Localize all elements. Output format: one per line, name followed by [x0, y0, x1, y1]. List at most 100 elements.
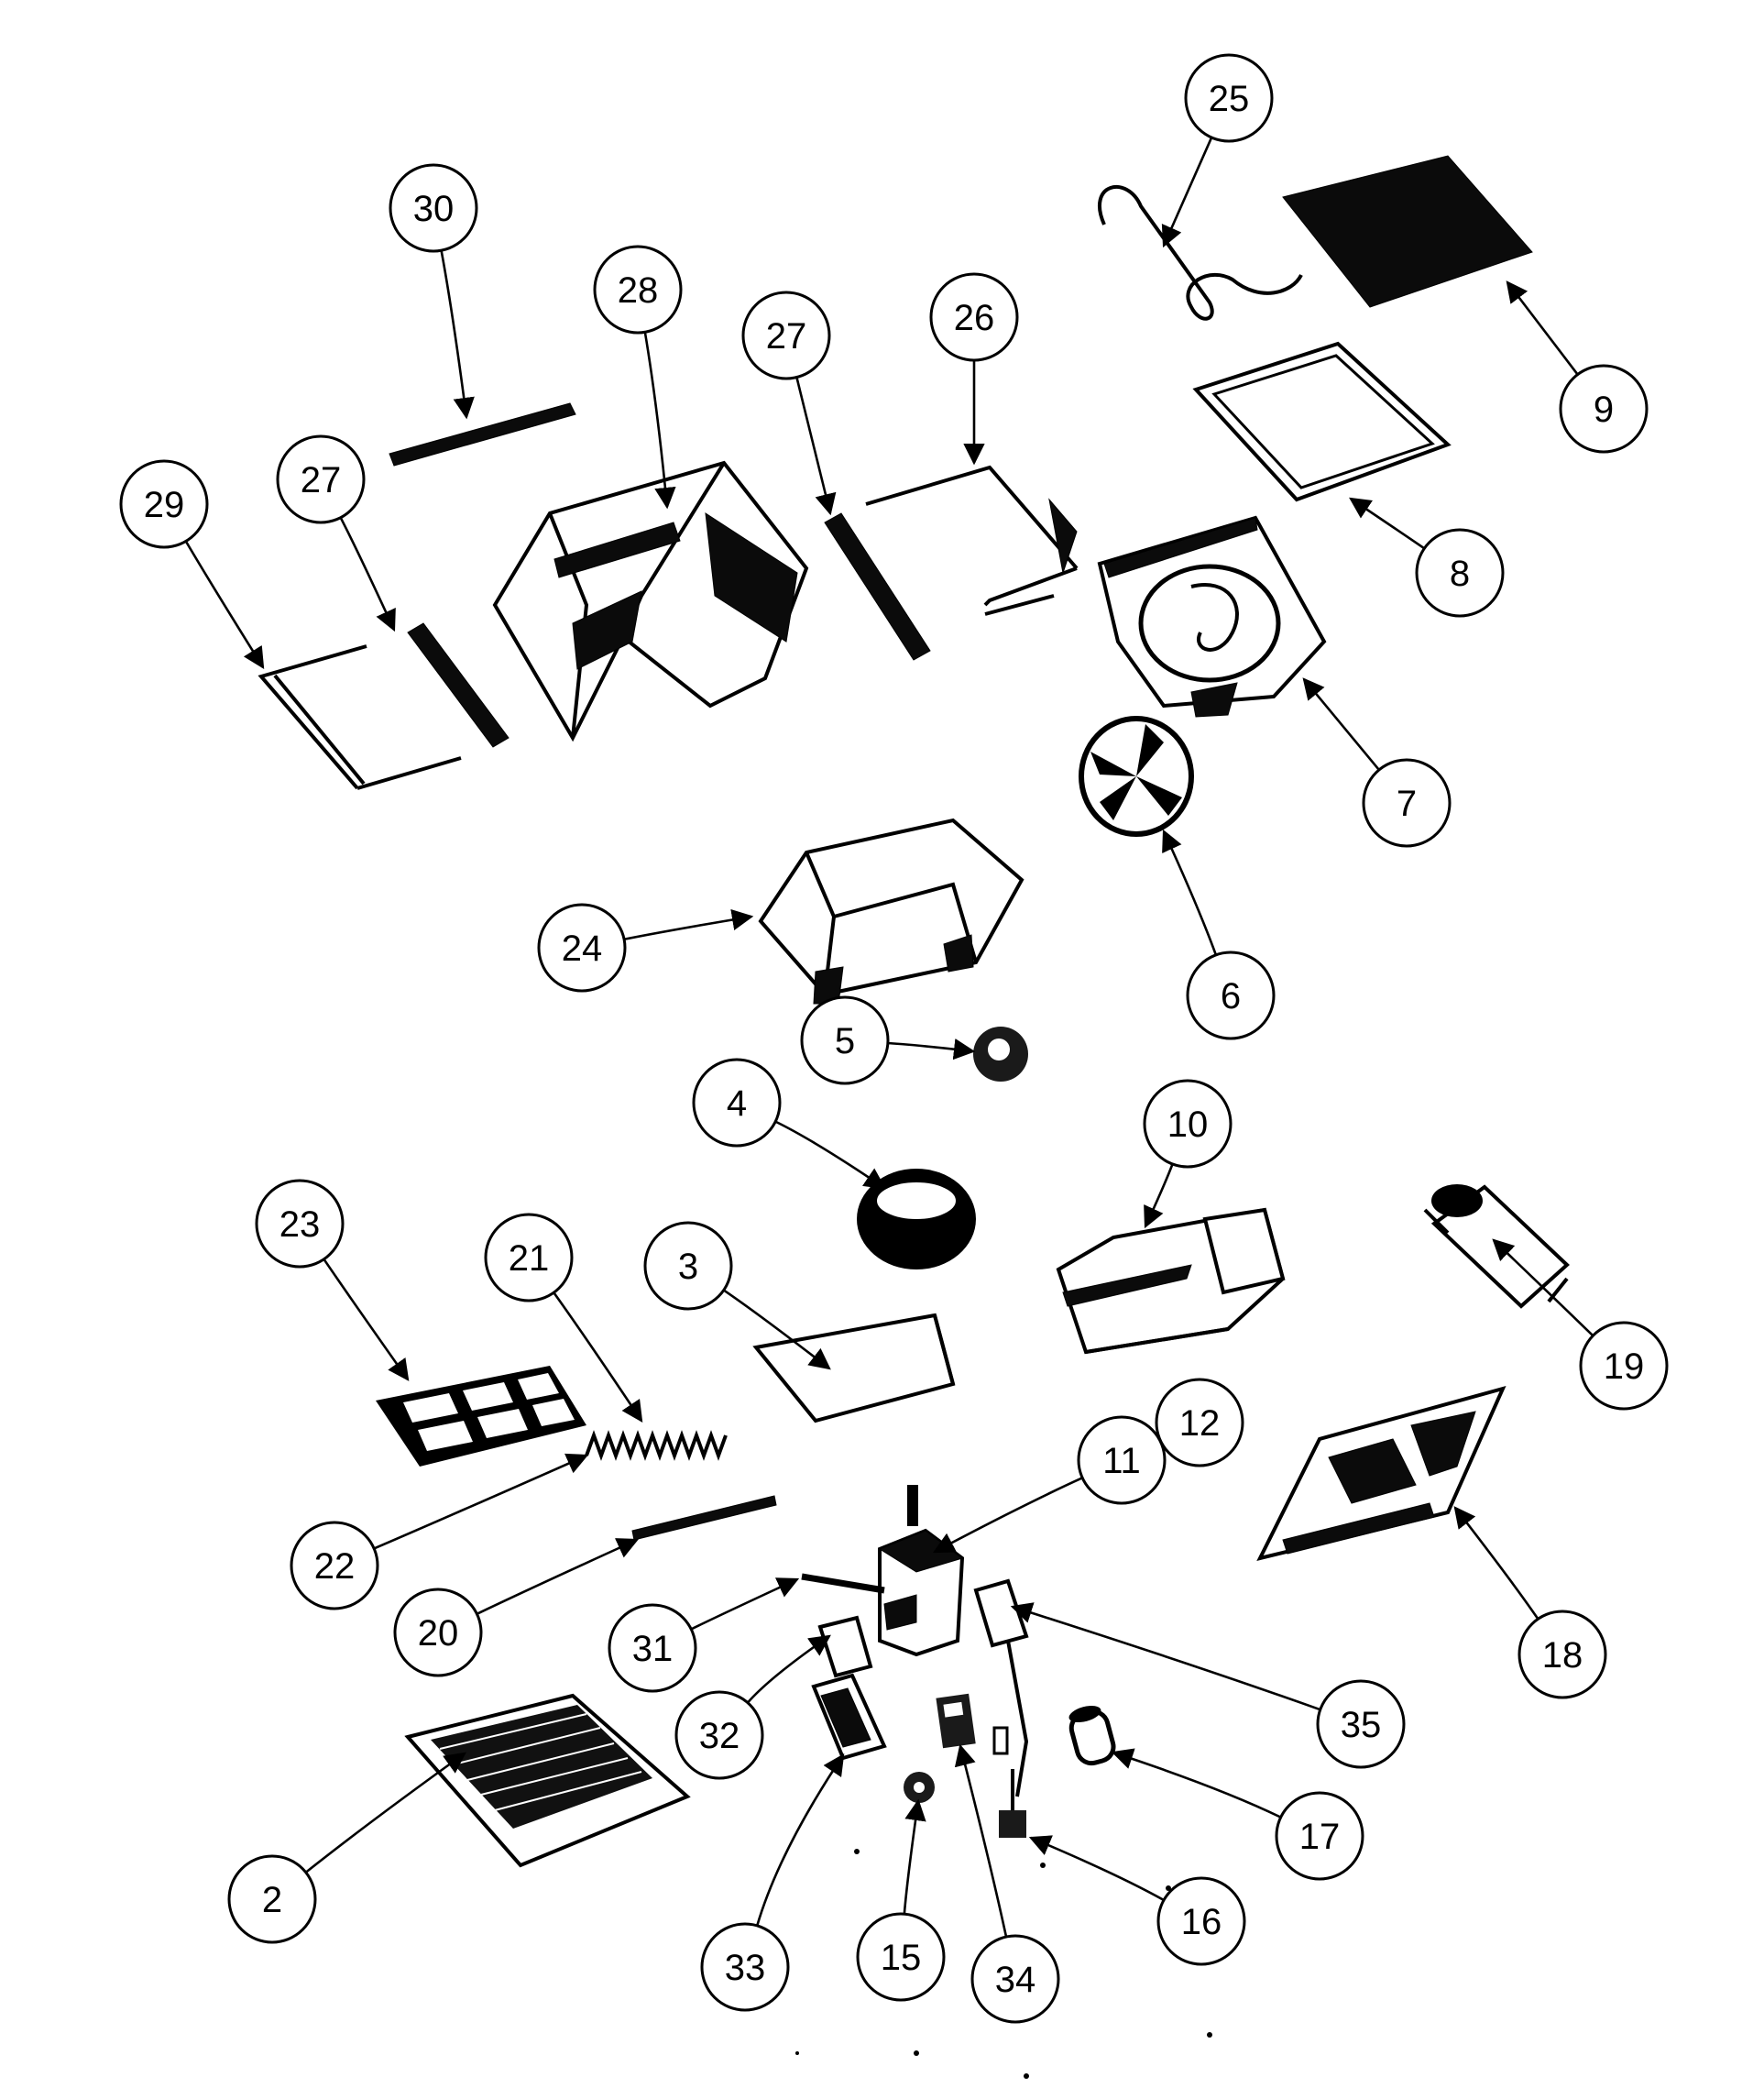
leader-line-27 [795, 377, 837, 516]
callout-circle [692, 1058, 782, 1148]
callout-circle [1559, 364, 1649, 454]
callout-circle [856, 1912, 946, 2002]
leader-line-27 [339, 517, 396, 632]
part-20-thin-bar [631, 1495, 777, 1541]
callout-7: 7 [1362, 758, 1452, 848]
part-9-filter-plate [1282, 155, 1533, 308]
part-16-sensor [992, 1726, 1026, 1838]
leader-line-29 [184, 540, 265, 669]
callout-15: 15 [856, 1912, 946, 2002]
leader-line-5 [887, 1039, 976, 1060]
part-10-tray-assembly [1056, 1207, 1286, 1355]
part-33-block [811, 1673, 887, 1761]
callout-circle [1316, 1679, 1406, 1769]
part-27-left-strip [407, 622, 509, 748]
part-4-round-part [857, 1169, 976, 1269]
leader-line-17 [1111, 1748, 1282, 1819]
leader-line-9 [1506, 280, 1579, 376]
leader-line-28 [643, 332, 676, 510]
callout-9: 9 [1559, 364, 1649, 454]
part-8-frame [1192, 341, 1452, 502]
callout-label: 5 [835, 1021, 855, 1061]
part-24-base-bracket [758, 818, 1024, 1005]
leader-line-25 [1161, 137, 1213, 248]
part-21-spring [585, 1430, 728, 1461]
callout-circle [1156, 1876, 1246, 1966]
callout-circle [700, 1922, 790, 2012]
callout-circle [393, 1588, 483, 1677]
callout-circle [484, 1213, 574, 1302]
callout-21: 21 [484, 1213, 574, 1302]
callout-3: 3 [643, 1221, 733, 1311]
callout-label: 30 [413, 189, 455, 229]
callout-circle [119, 459, 209, 549]
callout-circle [674, 1690, 764, 1780]
part-29-frame [257, 644, 462, 790]
callout-29: 29 [119, 459, 209, 549]
callout-label: 6 [1221, 976, 1241, 1017]
callout-label: 29 [144, 485, 185, 525]
callout-5: 5 [800, 995, 890, 1085]
part-30-bar [389, 402, 576, 467]
callout-12: 12 [1155, 1378, 1244, 1467]
callout-circle [1362, 758, 1452, 848]
part-7-fan-housing [1097, 515, 1327, 718]
callout-circle [255, 1179, 345, 1269]
part-19-cylinder [1423, 1184, 1570, 1309]
callout-23: 23 [255, 1179, 345, 1269]
callout-18: 18 [1517, 1610, 1607, 1699]
leader-line-2 [304, 1752, 466, 1874]
leader-line-4 [774, 1120, 886, 1190]
part-34-switch [936, 1693, 976, 1749]
part-5-motor [973, 1027, 1028, 1082]
callout-24: 24 [537, 903, 627, 993]
callout-34: 34 [970, 1934, 1060, 2024]
callout-circle [1143, 1079, 1233, 1169]
callout-label: 21 [509, 1238, 550, 1279]
part-35-board [973, 1578, 1029, 1797]
callout-label: 18 [1542, 1635, 1583, 1676]
callout-20: 20 [393, 1588, 483, 1677]
part-27-mid-strip [824, 512, 931, 661]
callout-label: 27 [766, 316, 807, 357]
callout-circle [1077, 1415, 1167, 1505]
callout-label: 16 [1181, 1902, 1222, 1942]
callout-17: 17 [1275, 1791, 1364, 1881]
part-6-fan-wheel [1079, 716, 1194, 837]
leader-line-8 [1349, 497, 1426, 550]
callout-label: 22 [314, 1546, 356, 1587]
callout-label: 8 [1450, 554, 1470, 594]
callout-label: 20 [418, 1613, 459, 1654]
callout-28: 28 [593, 245, 683, 335]
leader-line-31 [690, 1577, 800, 1631]
callout-33: 33 [700, 1922, 790, 2012]
callout-circle [276, 434, 366, 524]
callout-label: 24 [562, 929, 603, 969]
callout-label: 11 [1102, 1441, 1141, 1481]
callout-4: 4 [692, 1058, 782, 1148]
leader-line-33 [755, 1753, 845, 1927]
callout-circle [741, 291, 831, 380]
leader-line-21 [553, 1291, 643, 1423]
leader-line-32 [746, 1634, 831, 1704]
part-23-grille [376, 1366, 586, 1467]
callout-label: 32 [699, 1716, 740, 1756]
callout-label: 19 [1604, 1346, 1645, 1387]
callout-circle [593, 245, 683, 335]
leader-line-24 [623, 908, 754, 941]
callout-circle [608, 1603, 697, 1693]
callout-27: 27 [741, 291, 831, 380]
callout-11: 11 [1077, 1415, 1167, 1505]
leader-lines-layer [184, 137, 1594, 1938]
callout-circle [389, 163, 478, 253]
part-26-frame [865, 465, 1079, 616]
leader-line-22 [373, 1453, 589, 1550]
part-25-hook-tube [1097, 184, 1303, 321]
part-28-cabinet [492, 460, 809, 742]
part-17-capacitor [1068, 1705, 1116, 1766]
leader-line-35 [1010, 1602, 1321, 1711]
leader-line-30 [440, 249, 475, 420]
callout-label: 17 [1299, 1817, 1341, 1857]
